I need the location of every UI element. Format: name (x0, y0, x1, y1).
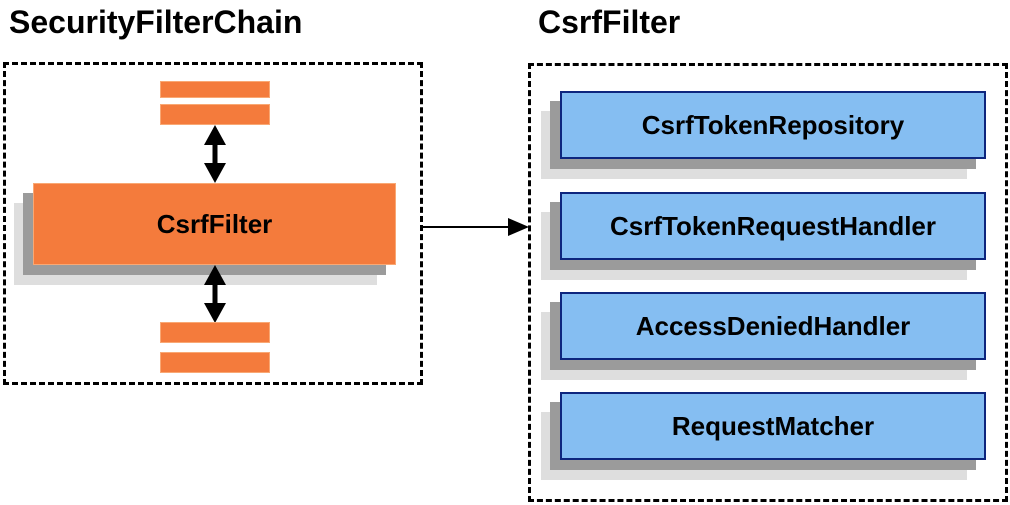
csrf-filter-node: CsrfFilter (33, 183, 396, 265)
association-arrow-icon (423, 218, 529, 236)
component-label: CsrfTokenRepository (641, 109, 905, 140)
csrf-filter-title: CsrfFilter (538, 4, 681, 40)
bidirectional-arrow-icon (204, 125, 226, 183)
filter-chain-bar (160, 81, 270, 98)
component-label: RequestMatcher (671, 410, 875, 441)
bidirectional-arrow-icon (204, 265, 226, 323)
security-filter-chain-box (3, 62, 423, 385)
component-box-csrf-token-request-handler: CsrfTokenRequestHandler (560, 192, 986, 260)
csrf-filter-components-box (528, 63, 1008, 502)
component-label: AccessDeniedHandler (635, 310, 911, 341)
component-box-access-denied-handler: AccessDeniedHandler (560, 292, 986, 360)
component-box-csrf-token-repository: CsrfTokenRepository (560, 91, 986, 159)
csrf-filter-node-label: CsrfFilter (156, 208, 273, 239)
filter-chain-bar (160, 352, 270, 373)
component-label: CsrfTokenRequestHandler (609, 210, 937, 241)
filter-chain-bar (160, 104, 270, 125)
security-filter-chain-title: SecurityFilterChain (9, 4, 303, 40)
filter-chain-bar (160, 322, 270, 343)
component-box-request-matcher: RequestMatcher (560, 392, 986, 460)
